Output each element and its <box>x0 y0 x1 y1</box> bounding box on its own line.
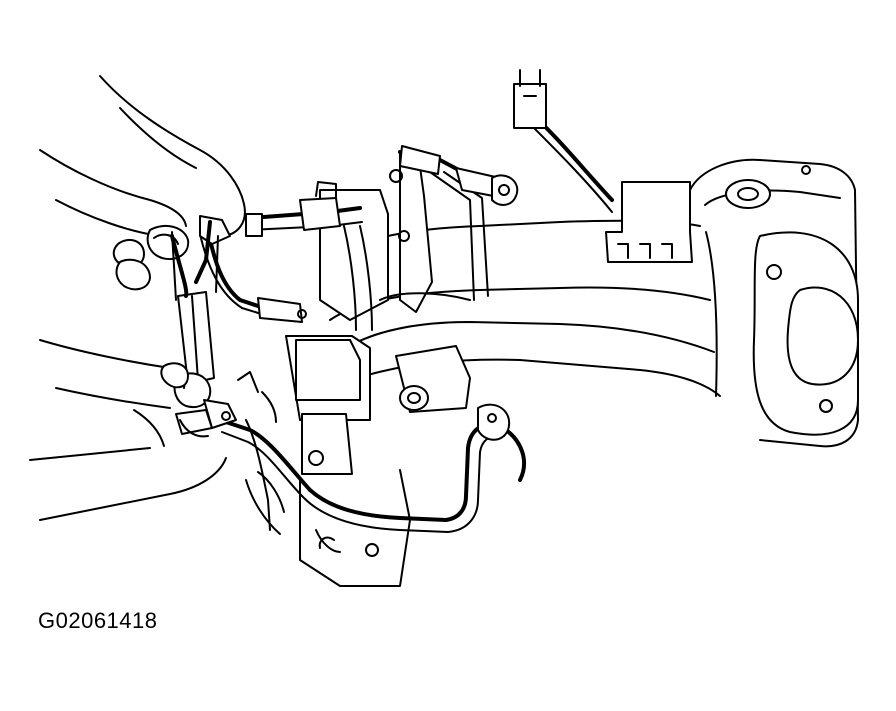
lower-fuel-pipe <box>218 403 526 533</box>
figure-id-label: G02061418 <box>38 608 158 633</box>
upper-hand <box>39 75 246 291</box>
upper-hose <box>398 145 519 206</box>
lower-hand <box>29 339 237 521</box>
upper-fuel-pipe <box>199 181 363 323</box>
throttle-body <box>689 158 859 448</box>
cable-bracket <box>513 69 693 263</box>
